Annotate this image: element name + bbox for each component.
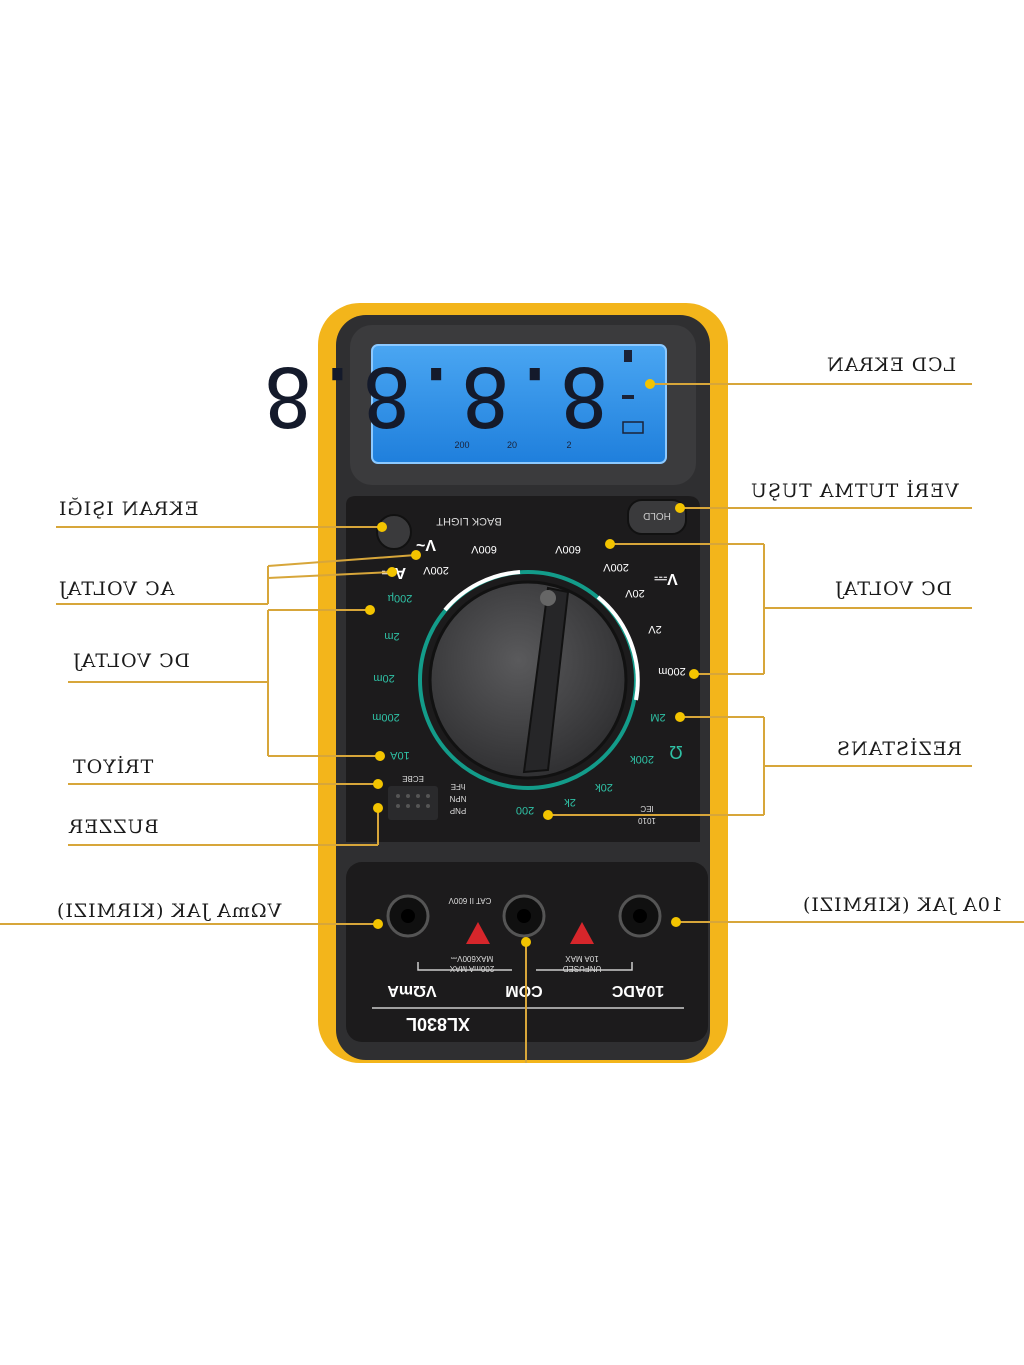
- svg-text:200: 200: [454, 440, 469, 450]
- callout-dc-voltage-right: DC VOLTAJ: [834, 578, 952, 600]
- model-label: XL830L: [406, 1014, 470, 1034]
- svg-text:V⎓: V⎓: [654, 570, 678, 587]
- callout-ac-voltage: AC VOLTAJ: [58, 578, 175, 600]
- svg-text:hFE: hFE: [451, 782, 466, 791]
- svg-text:COM: COM: [505, 982, 542, 999]
- svg-text:200m: 200m: [372, 711, 400, 723]
- svg-text:UNFUSED: UNFUSED: [562, 964, 601, 973]
- svg-text:VΩmA: VΩmA: [387, 982, 437, 999]
- svg-text:1010: 1010: [638, 816, 656, 825]
- svg-text:MAX600V⎓: MAX600V⎓: [450, 954, 493, 963]
- callout-buzzer: BUZZER: [68, 816, 159, 838]
- lcd-digits: 8.8.8.8: [263, 348, 609, 443]
- svg-text:200: 200: [516, 804, 534, 816]
- svg-text:20: 20: [507, 440, 517, 450]
- svg-text:2M: 2M: [650, 711, 665, 723]
- svg-text:PNP: PNP: [450, 806, 466, 815]
- backlight-button[interactable]: [376, 514, 412, 550]
- svg-text:IEC: IEC: [640, 804, 654, 813]
- svg-text:200mA MAX: 200mA MAX: [449, 964, 494, 973]
- warning-triangle-icon: [466, 922, 490, 944]
- svg-text:200k: 200k: [630, 753, 654, 765]
- callout-resistance: REZİSTANS: [836, 738, 962, 760]
- svg-text:HOLD: HOLD: [643, 510, 671, 521]
- svg-text:20V: 20V: [625, 587, 645, 599]
- svg-text:2m: 2m: [384, 630, 399, 642]
- callout-10a-jack: 10A JAK (KIRMIZI): [802, 894, 1004, 916]
- svg-text:20m: 20m: [373, 672, 394, 684]
- lcd-screen: [371, 344, 667, 464]
- callout-triode: TRİYOT: [72, 756, 154, 778]
- rotary-knob[interactable]: [428, 580, 628, 780]
- svg-text:CAT II 600V: CAT II 600V: [448, 896, 492, 905]
- callout-lcd-screen: LCD EKRAN: [826, 354, 957, 376]
- svg-text:20k: 20k: [595, 781, 613, 793]
- svg-text:200m: 200m: [658, 665, 686, 677]
- callout-dots: [365, 379, 699, 947]
- callout-backlight: EKRAN IŞIĞI: [58, 498, 199, 520]
- svg-text:Ω: Ω: [669, 742, 682, 762]
- svg-text:10A MAX: 10A MAX: [565, 954, 599, 963]
- callout-hold-button: VERİ TUTMA TUŞU: [750, 480, 959, 502]
- svg-text:2V: 2V: [648, 623, 662, 635]
- hold-button[interactable]: [627, 499, 687, 535]
- svg-text:10ADC: 10ADC: [611, 982, 664, 999]
- svg-text:2: 2: [566, 440, 571, 450]
- leader-lines: [0, 383, 1024, 1063]
- svg-text:600V: 600V: [470, 543, 496, 555]
- svg-text:NPN: NPN: [449, 794, 466, 803]
- svg-text:2k: 2k: [564, 796, 576, 808]
- callout-vma-jack: VΩmA JAK (KIRMIZI): [56, 900, 282, 922]
- svg-text:10A: 10A: [390, 749, 410, 761]
- transistor-socket: [388, 786, 438, 820]
- svg-text:BACK LIGHT: BACK LIGHT: [436, 515, 502, 527]
- svg-text:200µ: 200µ: [387, 592, 412, 604]
- warning-triangle-icon: [570, 922, 594, 944]
- svg-text:200V: 200V: [422, 564, 448, 576]
- callout-dc-voltage-left: DC VOLTAJ: [72, 650, 190, 672]
- svg-text:200V: 200V: [602, 561, 628, 573]
- svg-text:ECBE: ECBE: [402, 774, 424, 783]
- svg-text:600V: 600V: [554, 543, 580, 555]
- svg-text:V~: V~: [416, 536, 436, 553]
